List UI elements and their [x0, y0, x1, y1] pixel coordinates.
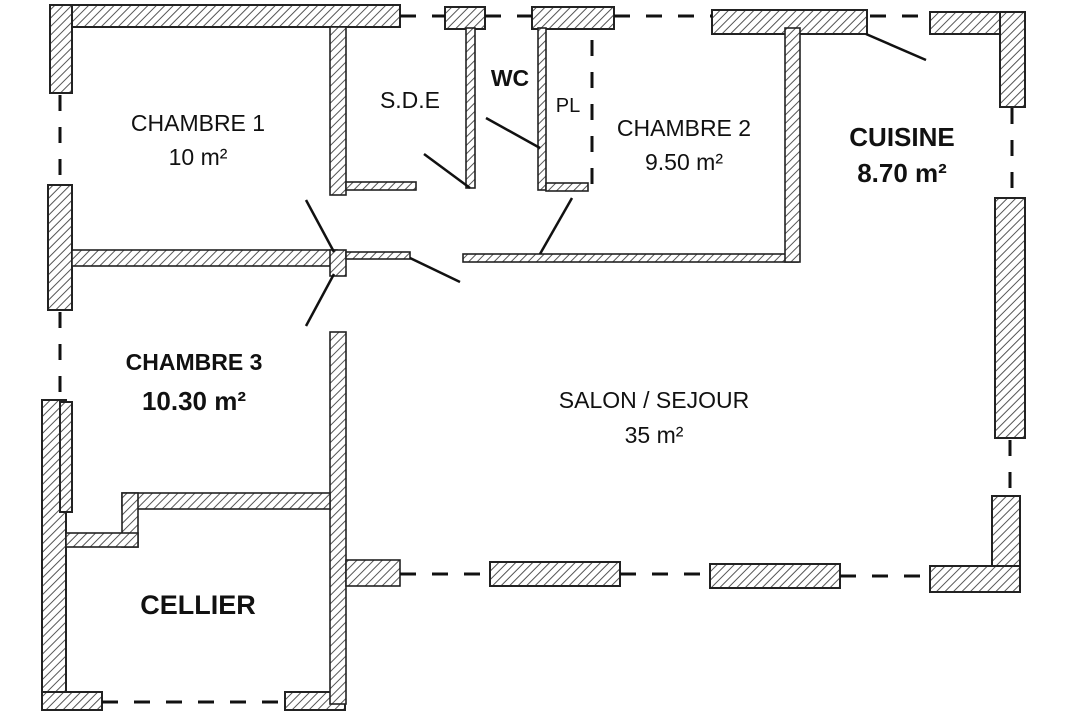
chambre1-name: CHAMBRE 1 [131, 110, 265, 136]
chambre3-area: 10.30 m² [142, 386, 246, 416]
door-swings [304, 32, 927, 327]
dashed-boundaries [58, 14, 1014, 704]
cuisine-name: CUISINE [849, 122, 954, 152]
salon-name: SALON / SEJOUR [559, 387, 749, 413]
chambre3-name: CHAMBRE 3 [126, 349, 263, 375]
wc-name: WC [491, 65, 529, 91]
sde-name: S.D.E [380, 87, 440, 113]
chambre2-name: CHAMBRE 2 [617, 115, 751, 141]
interior-walls [65, 26, 801, 705]
salon-area: 35 m² [625, 422, 684, 448]
cuisine-area: 8.70 m² [857, 158, 947, 188]
chambre2-area: 9.50 m² [645, 149, 723, 175]
room-labels: CHAMBRE 1 10 m² S.D.E WC PL CHAMBRE 2 9.… [126, 65, 955, 620]
chambre1-area: 10 m² [169, 144, 228, 170]
pl-name: PL [556, 95, 580, 117]
cellier-name: CELLIER [140, 590, 256, 620]
